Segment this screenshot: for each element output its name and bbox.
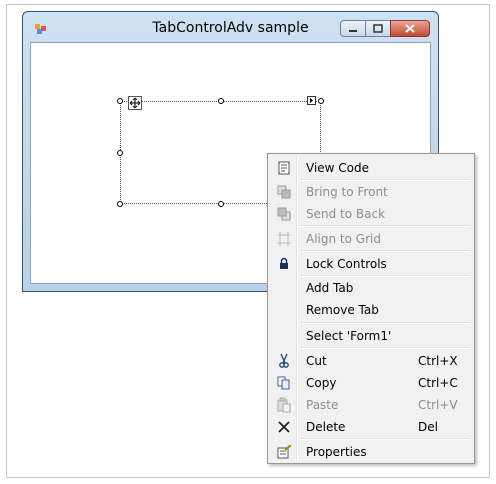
properties-icon	[277, 444, 292, 459]
close-icon	[405, 24, 415, 33]
menu-item-view-code[interactable]: View Code	[270, 158, 472, 178]
menu-item-label: Add Tab	[306, 281, 354, 295]
resize-grip-top-right[interactable]	[318, 98, 324, 104]
menu-item-label: Align to Grid	[306, 232, 381, 246]
menu-item-cut[interactable]: Cut Ctrl+X	[270, 351, 472, 371]
resize-grip-top-left[interactable]	[117, 98, 123, 104]
menu-item-remove-tab[interactable]: Remove Tab	[270, 300, 472, 320]
copy-icon	[277, 376, 290, 390]
maximize-button[interactable]	[365, 20, 391, 37]
menu-item-label: View Code	[306, 161, 370, 175]
menu-item-label: Copy	[306, 376, 337, 390]
resize-grip-bottom[interactable]	[218, 201, 224, 207]
paste-icon	[277, 397, 291, 413]
align-to-grid-icon	[277, 232, 291, 246]
move-handle-icon[interactable]	[128, 96, 142, 110]
minimize-button[interactable]	[340, 20, 366, 37]
menu-item-label: Delete	[306, 420, 346, 434]
menu-separator	[300, 322, 470, 324]
bring-to-front-icon	[277, 185, 291, 199]
designer-form-window[interactable]: TabControlAdv sample	[22, 11, 439, 292]
menu-item-label: Select 'Form1'	[306, 329, 392, 343]
window-title: TabControlAdv sample	[152, 20, 309, 36]
menu-separator	[300, 179, 470, 181]
menu-item-label: Bring to Front	[306, 185, 388, 199]
scissors-icon	[279, 353, 289, 368]
resize-grip-top[interactable]	[218, 98, 224, 104]
menu-item-shortcut: Ctrl+C	[418, 376, 458, 390]
menu-item-label: Paste	[306, 398, 339, 412]
resize-grip-bottom-left[interactable]	[117, 201, 123, 207]
maximize-icon	[373, 24, 383, 33]
menu-item-properties[interactable]: Properties	[270, 442, 472, 462]
menu-item-delete[interactable]: Delete Del	[270, 417, 472, 437]
menu-item-lock-controls[interactable]: Lock Controls	[270, 254, 472, 274]
menu-item-label: Properties	[306, 445, 367, 459]
menu-item-shortcut: Del	[418, 420, 438, 434]
menu-separator	[300, 438, 470, 440]
menu-separator	[300, 225, 470, 227]
menu-item-send-to-back[interactable]: Send to Back	[270, 204, 472, 224]
menu-item-align-to-grid[interactable]: Align to Grid	[270, 229, 472, 249]
menu-item-label: Cut	[306, 354, 327, 368]
menu-item-add-tab[interactable]: Add Tab	[270, 278, 472, 298]
minimize-icon	[349, 29, 357, 32]
menu-item-copy[interactable]: Copy Ctrl+C	[270, 373, 472, 393]
menu-separator	[300, 250, 470, 252]
view-code-icon	[278, 161, 290, 175]
lock-icon	[280, 257, 288, 269]
context-menu: View Code Bring to Front Send to Back Al…	[267, 153, 475, 464]
menu-item-select-form1[interactable]: Select 'Form1'	[270, 326, 472, 346]
close-button[interactable]	[390, 20, 430, 37]
menu-item-bring-to-front[interactable]: Bring to Front	[270, 182, 472, 202]
smart-tag-arrow-icon[interactable]	[307, 96, 316, 105]
menu-item-label: Lock Controls	[306, 257, 387, 271]
menu-item-label: Remove Tab	[306, 303, 379, 317]
send-to-back-icon	[277, 207, 291, 221]
menu-separator	[300, 347, 470, 349]
menu-item-label: Send to Back	[306, 207, 386, 221]
menu-item-paste[interactable]: Paste Ctrl+V	[270, 395, 472, 415]
menu-separator	[300, 275, 470, 277]
menu-item-shortcut: Ctrl+X	[418, 354, 458, 368]
window-caption-buttons	[340, 20, 430, 37]
menu-icon-gutter	[296, 156, 298, 461]
form-app-icon	[35, 24, 46, 34]
resize-grip-left[interactable]	[117, 150, 123, 156]
delete-x-icon	[278, 421, 290, 433]
menu-item-shortcut: Ctrl+V	[418, 398, 458, 412]
